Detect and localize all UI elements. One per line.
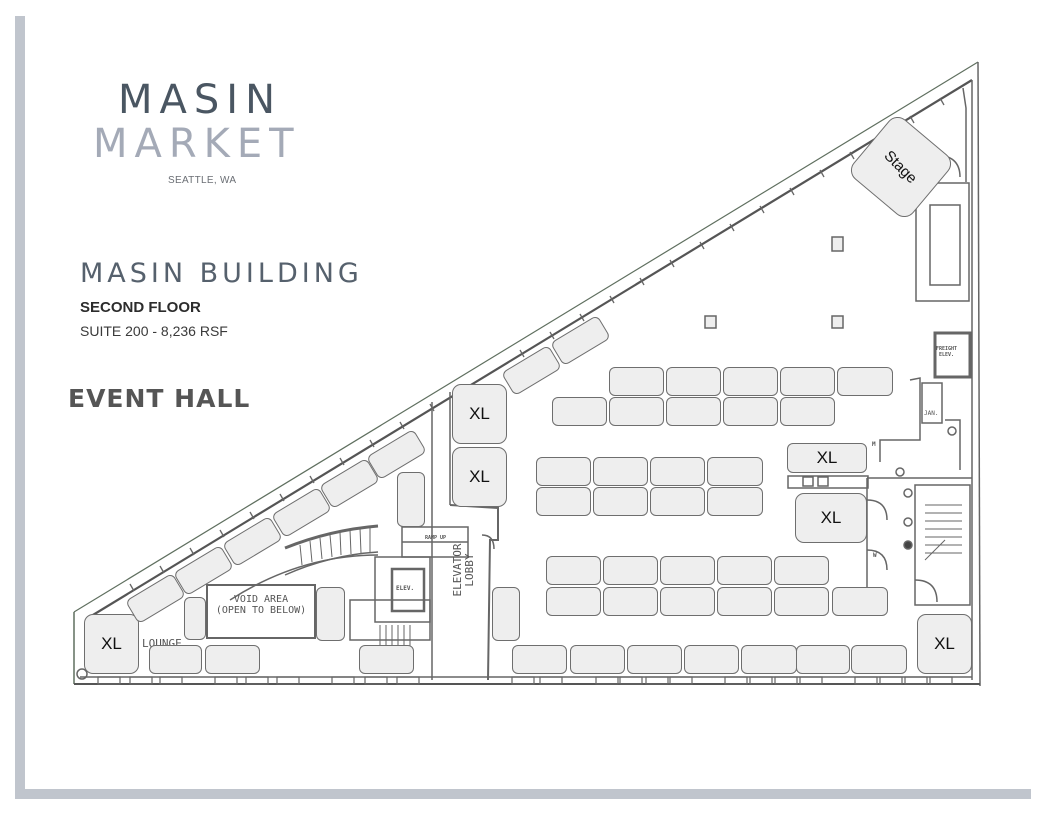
- table[interactable]: [684, 645, 739, 674]
- xl-table-label: XL: [469, 467, 490, 486]
- void-area-line2: (OPEN TO BELOW): [215, 605, 307, 616]
- table[interactable]: [570, 645, 625, 674]
- table[interactable]: [666, 367, 721, 396]
- mens-restroom-label: M: [872, 441, 876, 448]
- table[interactable]: [796, 645, 850, 674]
- xl-table-label: XL: [820, 508, 842, 527]
- xl-table[interactable]: XL: [787, 443, 867, 473]
- table[interactable]: [603, 587, 658, 616]
- xl-table-label: XL: [816, 448, 838, 467]
- table[interactable]: [780, 397, 835, 426]
- building-floor: SECOND FLOOR: [80, 299, 201, 316]
- table[interactable]: [512, 645, 567, 674]
- table[interactable]: [536, 457, 591, 486]
- freight-elev-line2: ELEV.: [939, 351, 955, 358]
- table[interactable]: [149, 645, 202, 674]
- table[interactable]: [492, 587, 520, 641]
- table[interactable]: [741, 645, 797, 674]
- table[interactable]: [603, 556, 658, 585]
- table[interactable]: [552, 397, 607, 426]
- table[interactable]: [359, 645, 414, 674]
- table[interactable]: [546, 587, 601, 616]
- space-title: EVENT HALL: [68, 384, 251, 413]
- table[interactable]: [205, 645, 260, 674]
- table[interactable]: [593, 487, 648, 516]
- logo-line-market: MARKET: [93, 121, 301, 167]
- table[interactable]: [609, 367, 664, 396]
- table[interactable]: [717, 556, 772, 585]
- table[interactable]: [832, 587, 888, 616]
- building-suite: SUITE 200 - 8,236 RSF: [80, 323, 228, 339]
- page-frame-bottom: [15, 789, 1031, 799]
- table[interactable]: [717, 587, 772, 616]
- table[interactable]: [546, 556, 601, 585]
- table[interactable]: [774, 556, 829, 585]
- janitor-label: JAN.: [924, 410, 939, 417]
- elevator-lobby-line2: LOBBY: [463, 553, 477, 587]
- xl-table-label: XL: [101, 634, 122, 653]
- table[interactable]: [660, 556, 715, 585]
- table[interactable]: [593, 457, 648, 486]
- stage-label: Stage: [881, 147, 921, 187]
- womens-restroom-label: W: [873, 552, 877, 559]
- logo-location: SEATTLE, WA: [168, 175, 237, 186]
- table[interactable]: [184, 597, 206, 640]
- xl-table[interactable]: XL: [795, 493, 867, 543]
- xl-table-label: XL: [934, 634, 955, 653]
- xl-table[interactable]: XL: [84, 614, 139, 674]
- ramp-label: RAMP UP: [425, 535, 447, 541]
- void-area-line1: VOID AREA: [233, 594, 289, 605]
- xl-table[interactable]: XL: [917, 614, 972, 674]
- table[interactable]: [780, 367, 835, 396]
- table[interactable]: [650, 487, 705, 516]
- page-frame-left: [15, 16, 25, 798]
- table[interactable]: [851, 645, 907, 674]
- table[interactable]: [609, 397, 664, 426]
- table[interactable]: [660, 587, 715, 616]
- table[interactable]: [837, 367, 893, 396]
- table[interactable]: [723, 397, 778, 426]
- table[interactable]: [723, 367, 778, 396]
- table[interactable]: [397, 472, 425, 527]
- table[interactable]: [707, 457, 763, 486]
- table[interactable]: [627, 645, 682, 674]
- table[interactable]: [666, 397, 721, 426]
- xl-table-label: XL: [469, 404, 490, 423]
- table[interactable]: [650, 457, 705, 486]
- freight-elev-line1: FREIGHT: [936, 346, 958, 352]
- table[interactable]: [774, 587, 829, 616]
- table[interactable]: [536, 487, 591, 516]
- elevator-lobby-label: ELEVATOR LOBBY: [451, 535, 477, 605]
- xl-table[interactable]: XL: [452, 384, 507, 444]
- building-name: MASIN BUILDING: [80, 258, 363, 289]
- table[interactable]: [316, 587, 345, 641]
- elev-label: ELEV.: [396, 585, 415, 592]
- xl-table[interactable]: XL: [452, 447, 507, 507]
- logo-line-masin: MASIN: [118, 77, 282, 123]
- table[interactable]: [707, 487, 763, 516]
- void-area-label: VOID AREA (OPEN TO BELOW): [210, 594, 312, 616]
- freight-elev-label: FREIGHT ELEV.: [936, 346, 958, 358]
